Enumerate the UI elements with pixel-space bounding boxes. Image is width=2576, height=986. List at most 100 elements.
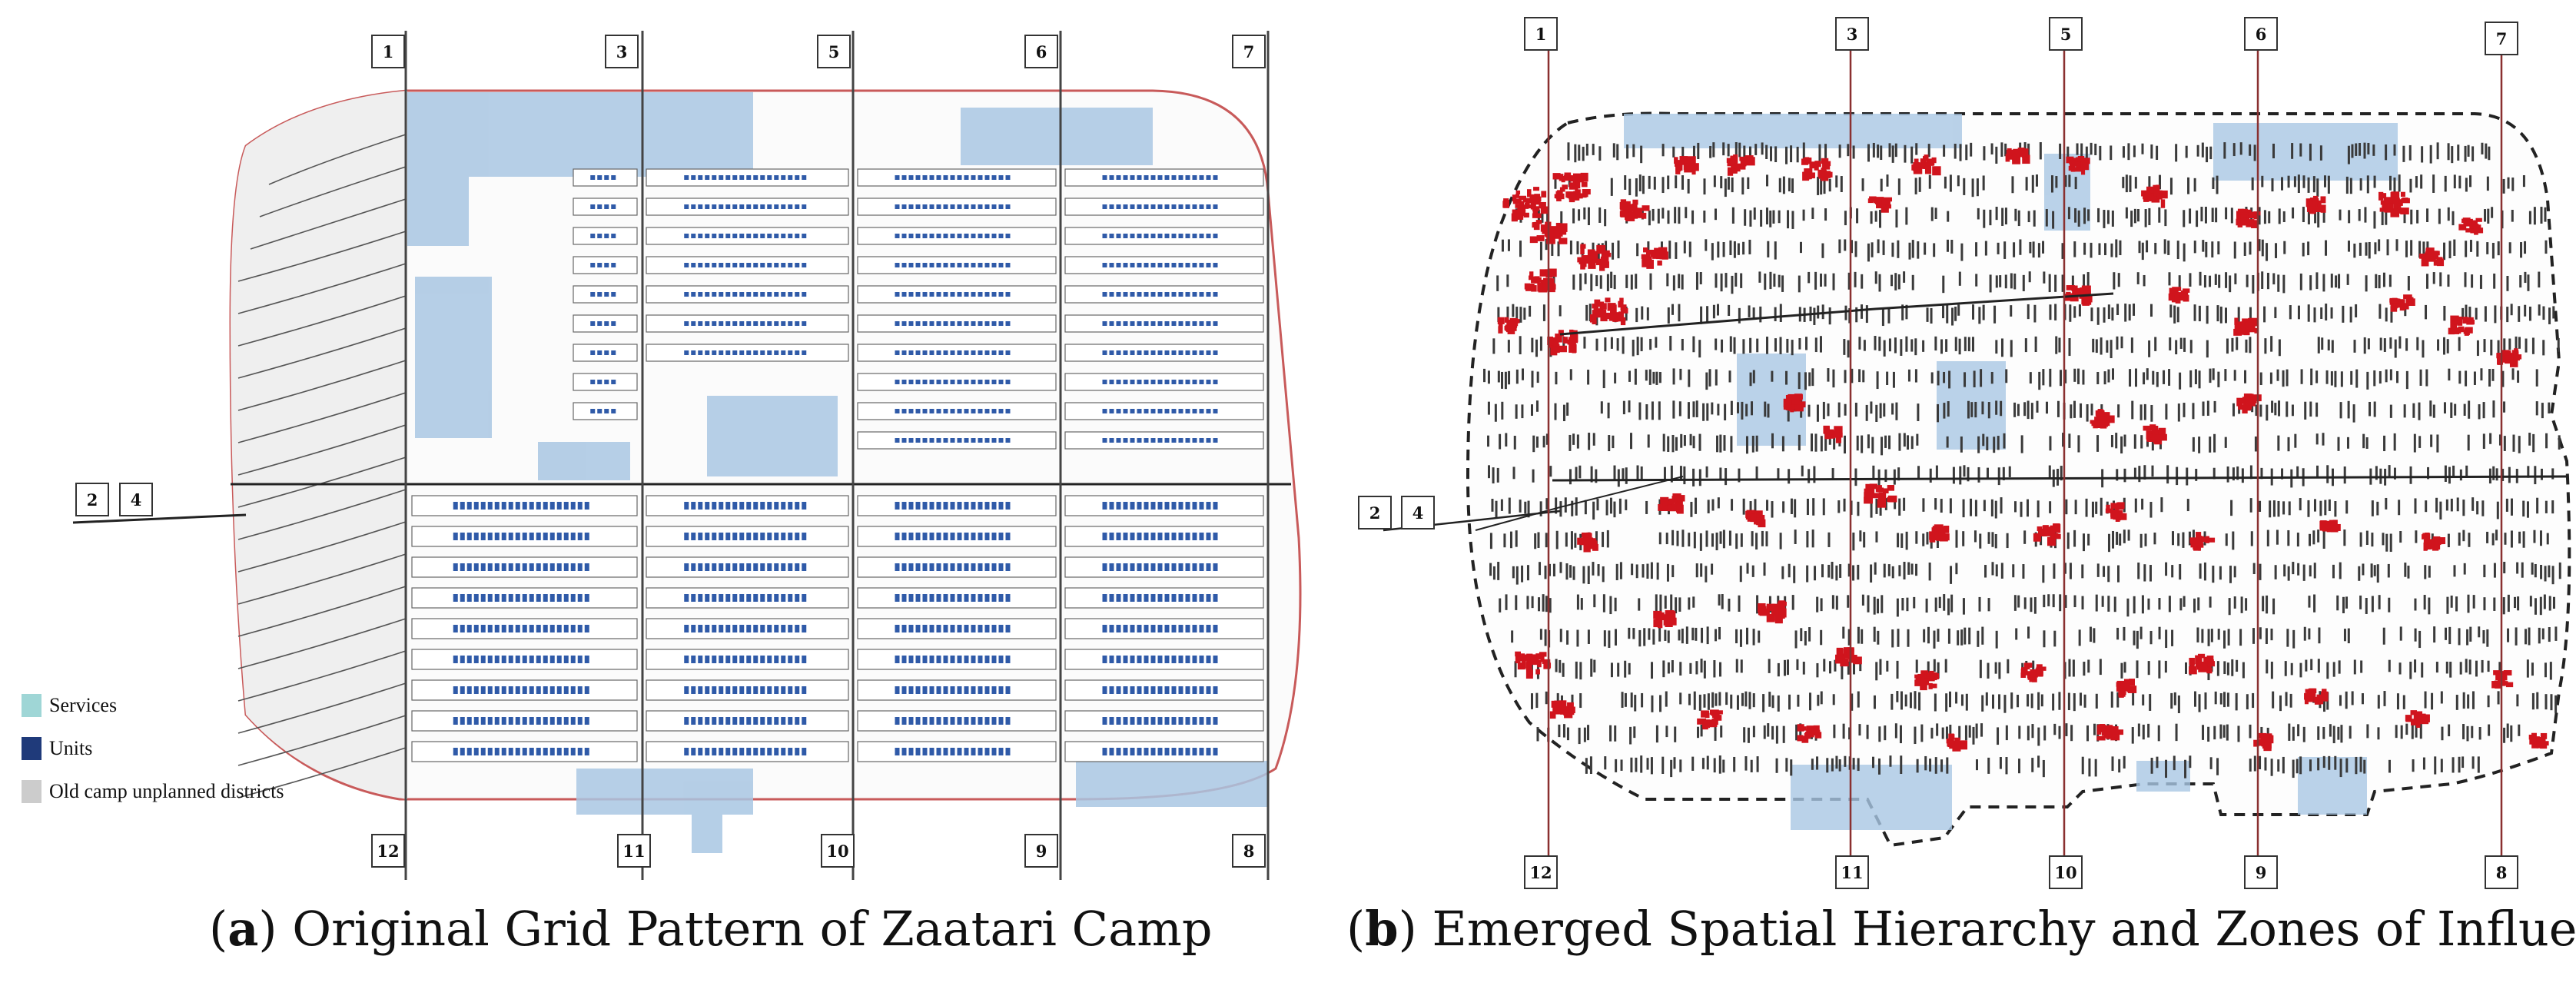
shelter-unit — [991, 625, 997, 632]
influence-mark — [1646, 249, 1655, 255]
shelter-mark — [2309, 143, 2312, 161]
shelter-unit — [1102, 409, 1107, 413]
shelter-mark — [2422, 340, 2425, 358]
shelter-mark — [1663, 466, 1666, 482]
shelter-unit — [936, 380, 941, 384]
shelter-mark — [2382, 627, 2385, 645]
shelter-mark — [2204, 207, 2207, 224]
shelter-unit — [1137, 502, 1142, 510]
shelter-unit — [998, 292, 1004, 297]
shelter-unit — [739, 204, 745, 209]
shelter-mark — [2450, 498, 2453, 512]
shelter-unit — [895, 717, 900, 725]
shelter-mark — [2156, 145, 2159, 161]
shelter-unit — [590, 234, 596, 238]
shelter-mark — [1827, 564, 1831, 578]
influence-mark — [1580, 245, 1585, 255]
shelter-unit — [1199, 234, 1204, 238]
shelter-mark — [2539, 530, 2542, 546]
shelter-mark — [2165, 629, 2168, 649]
influence-mark — [1668, 617, 1677, 626]
shelter-mark — [2233, 370, 2236, 381]
influence-mark — [1632, 199, 1638, 205]
influence-mark — [2240, 220, 2246, 226]
influence-mark — [1567, 702, 1574, 709]
shelter-mark — [1804, 372, 1807, 390]
influence-mark — [2119, 689, 2124, 698]
shelter-mark — [1614, 372, 1617, 383]
shelter-mark — [2173, 305, 2176, 324]
shelter-mark — [1981, 401, 1984, 415]
shelter-mark — [2404, 304, 2407, 317]
shelter-mark — [2313, 563, 2316, 579]
shelter-mark — [1571, 500, 1574, 516]
shelter-unit — [719, 175, 724, 180]
shelter-unit — [936, 409, 941, 413]
shelter-unit — [590, 321, 596, 326]
shelter-unit — [1164, 321, 1170, 326]
influence-mark — [1560, 175, 1570, 181]
influence-mark — [2436, 257, 2443, 262]
shelter-mark — [1960, 694, 1964, 706]
shelter-mark — [2293, 176, 2296, 188]
shelter-mark — [2398, 500, 2401, 516]
shelter-mark — [1572, 208, 1575, 224]
shelter-unit — [684, 234, 689, 238]
shelter-mark — [2143, 465, 2146, 480]
shelter-mark — [2471, 691, 2475, 709]
shelter-unit — [1164, 350, 1170, 355]
shelter-unit — [732, 263, 738, 267]
shelter-mark — [2214, 691, 2217, 705]
shelter-mark — [1737, 243, 1740, 255]
shelter-mark — [2557, 337, 2560, 352]
shelter-unit — [1150, 625, 1156, 632]
shelter-mark — [1884, 725, 1887, 741]
shelter-mark — [1859, 659, 1862, 672]
shelter-unit — [1130, 686, 1135, 694]
shelter-unit — [984, 656, 990, 663]
shelter-mark — [2400, 725, 2403, 739]
shelter-mark — [2123, 755, 2126, 769]
shelter-mark — [1616, 338, 1619, 351]
shelter-mark — [2447, 143, 2450, 161]
shelter-mark — [2506, 723, 2509, 739]
shelter-mark — [2134, 177, 2137, 189]
shelter-mark — [2310, 659, 2313, 671]
shelter-mark — [2249, 498, 2252, 513]
shelter-unit — [1206, 625, 1211, 632]
shelter-mark — [1874, 562, 1877, 575]
influence-mark — [2266, 733, 2270, 739]
shelter-mark — [2083, 694, 2086, 708]
shelter-mark — [1670, 759, 1673, 778]
shelter-unit — [1137, 204, 1142, 209]
shelter-unit — [802, 263, 807, 267]
shelter-mark — [1872, 142, 1875, 158]
influence-mark — [1556, 192, 1562, 201]
shelter-mark — [1720, 725, 1723, 738]
shelter-unit — [536, 717, 541, 725]
shelter-mark — [1821, 564, 1824, 578]
shelter-mark — [1745, 403, 1748, 417]
shelter-mark — [2103, 210, 2106, 228]
shelter-unit — [1102, 502, 1107, 510]
shelter-mark — [1788, 469, 1791, 484]
shelter-unit — [1157, 438, 1163, 443]
shelter-mark — [1847, 629, 1851, 646]
shelter-mark — [2236, 466, 2239, 480]
shelter-mark — [1847, 563, 1851, 577]
housing-block — [1064, 431, 1264, 450]
shelter-unit — [1157, 175, 1163, 180]
shelter-unit — [543, 656, 548, 663]
shelter-unit — [901, 234, 907, 238]
shelter-mark — [2286, 369, 2289, 387]
shelter-mark — [1635, 757, 1638, 772]
shelter-mark — [1896, 691, 1899, 702]
shelter-unit — [774, 263, 779, 267]
shelter-mark — [2085, 498, 2088, 517]
shelter-mark — [2538, 271, 2541, 288]
influence-mark — [2464, 219, 2472, 226]
shelter-mark — [1638, 598, 1641, 611]
shelter-mark — [1545, 433, 1549, 445]
housing-block — [646, 587, 849, 609]
shelter-mark — [2395, 725, 2398, 739]
